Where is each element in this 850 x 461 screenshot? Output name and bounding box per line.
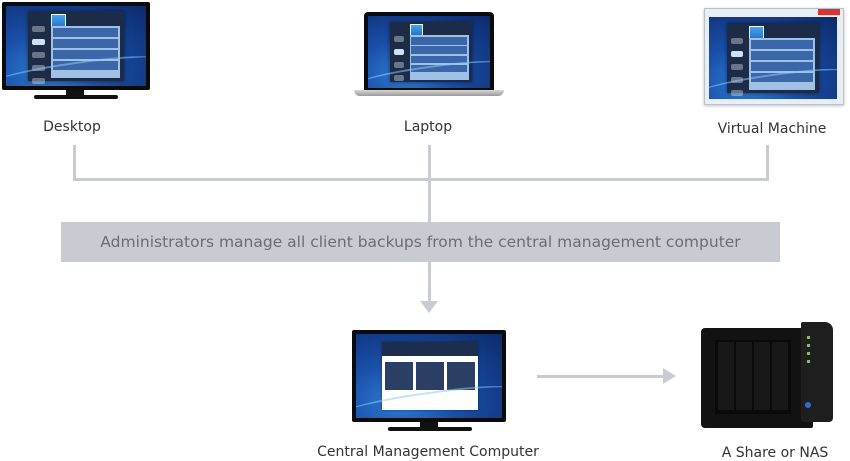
connector-to-central [428,262,431,302]
virtual-machine-label: Virtual Machine [717,121,827,137]
power-button-icon [805,402,811,408]
connector-laptop [428,145,431,222]
window-close-icon [818,9,840,15]
connector-vm [766,145,769,181]
info-banner: Administrators manage all client backups… [61,222,780,262]
arrow-down-icon [420,301,438,313]
central-computer-label: Central Management Computer [317,444,539,460]
connector-desktop [73,145,76,181]
arrow-right-icon [663,368,676,384]
nas-device [701,322,833,430]
connector-to-nas [537,375,665,378]
status-led-icon [807,344,810,347]
desktop-label: Desktop [43,119,101,135]
status-led-icon [807,336,810,339]
status-led-icon [807,352,810,355]
nas-label: A Share or NAS [721,445,829,461]
connector-bus [73,178,769,181]
status-led-icon [807,360,810,363]
laptop-label: Laptop [403,119,453,135]
